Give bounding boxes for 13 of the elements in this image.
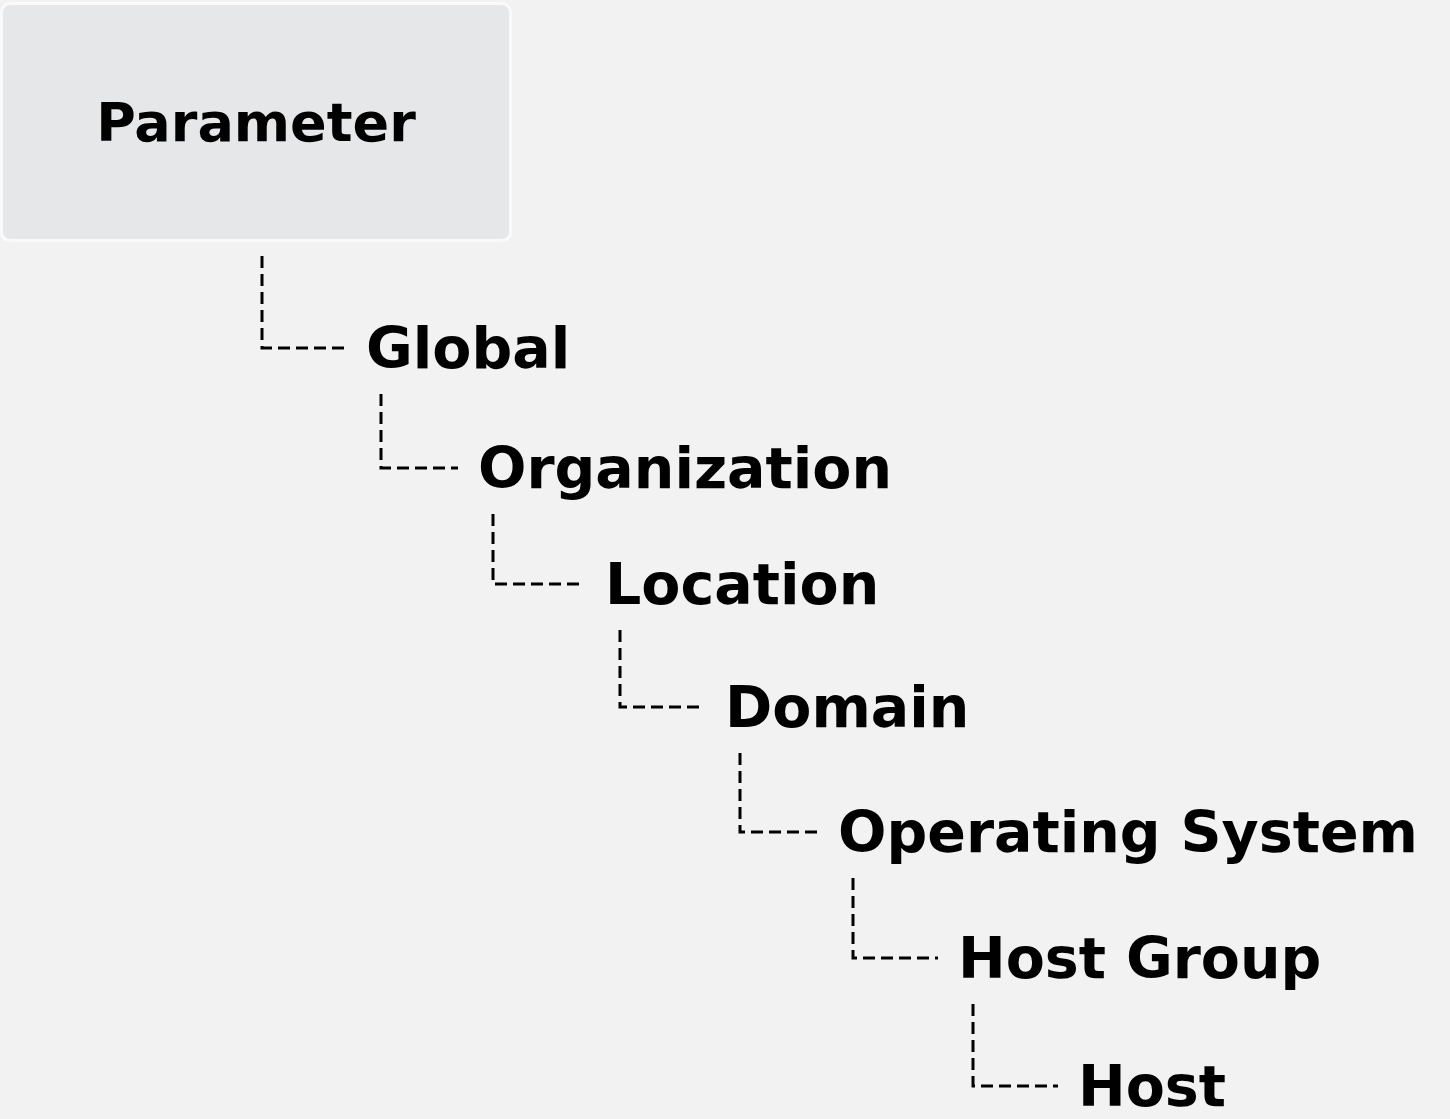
connector-line	[738, 753, 818, 834]
node-label: Operating System	[838, 800, 1418, 864]
connector-line	[851, 878, 938, 960]
node-label: Host Group	[958, 926, 1322, 990]
node-label: Organization	[478, 436, 893, 500]
node-label: Host	[1078, 1054, 1227, 1118]
connector-line	[971, 1004, 1058, 1088]
connector-line	[379, 394, 458, 470]
node-label: Location	[605, 552, 880, 616]
node-label: Parameter	[96, 90, 416, 154]
connector-line	[260, 256, 346, 350]
node-label: Domain	[725, 675, 970, 739]
node-label: Global	[366, 316, 571, 380]
